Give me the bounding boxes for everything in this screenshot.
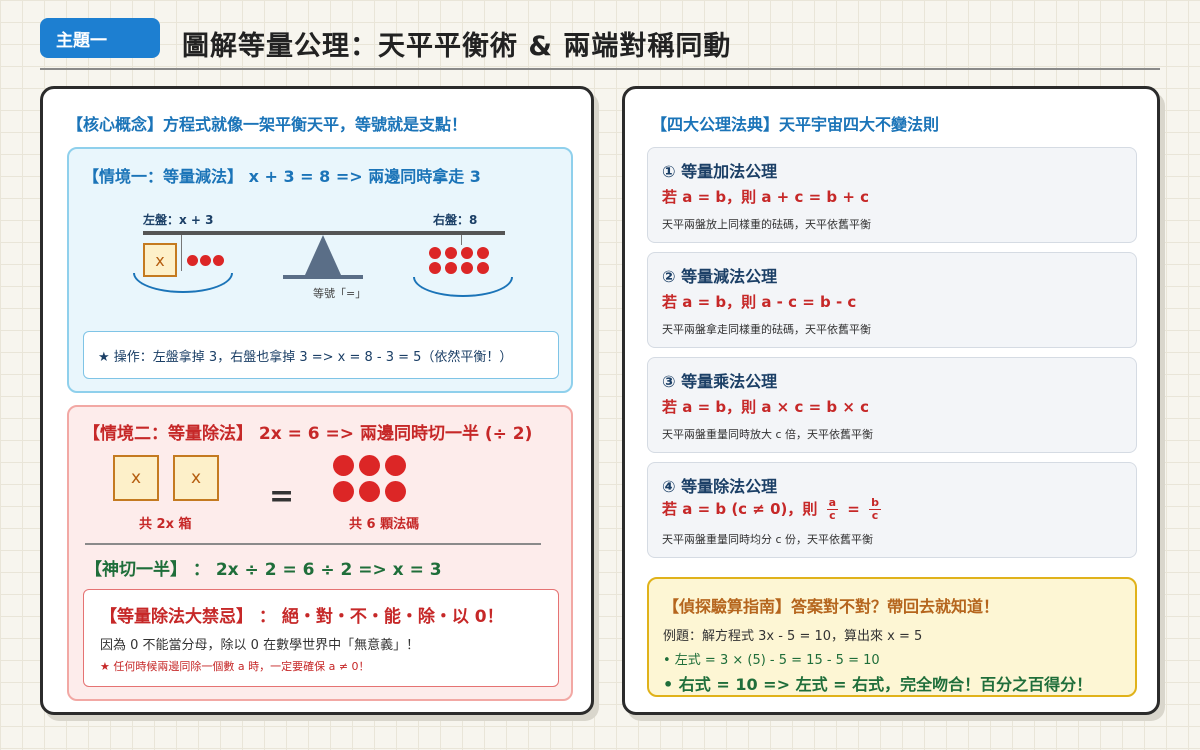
axiom-formula: 若 a = b，則 a - c = b - c — [662, 293, 857, 311]
warning-title: 【等量除法大禁忌】 ： 絕・對・不・能・除・以 0！ — [100, 607, 504, 627]
axioms-panel: 【四大公理法典】天平宇宙四大不變法則 ① 等量加法公理 若 a = b，則 a … — [622, 86, 1160, 715]
equals-sign: = — [269, 479, 295, 514]
fraction-a-over-c: a c — [826, 496, 839, 522]
axiom-formula: 若 a = b，則 a + c = b + c — [662, 188, 869, 206]
fulcrum-label: 等號「=」 — [313, 287, 367, 300]
weight-dot — [385, 481, 406, 502]
left-pan-string — [181, 235, 182, 271]
axiom-card-multiplication: ③ 等量乘法公理 若 a = b，則 a × c = b × c 天平兩盤重量同… — [647, 357, 1137, 453]
x-box: x — [143, 243, 177, 277]
x-box: x — [113, 455, 159, 501]
axiom-formula: 若 a = b，則 a × c = b × c — [662, 398, 869, 416]
weight-dot — [333, 455, 354, 476]
left-pan — [133, 273, 233, 293]
scenario-division: 【情境二：等量除法】 2x = 6 => 兩邊同時切一半 (÷ 2) x x 共… — [67, 405, 573, 701]
halving-equation: 【神切一半】 ： 2x ÷ 2 = 6 ÷ 2 => x = 3 — [85, 560, 442, 580]
weight-dot — [445, 262, 457, 274]
section-divider — [85, 543, 541, 545]
axiom-card-addition: ① 等量加法公理 若 a = b，則 a + c = b + c 天平兩盤放上同… — [647, 147, 1137, 243]
axiom-formula: 若 a = b (c ≠ 0)，則 a c = b c — [662, 497, 885, 522]
weight-dot — [477, 247, 489, 259]
axiom-description: 天平兩盤放上同樣重的砝碼，天平依舊平衡 — [662, 218, 871, 231]
fraction-denominator: c — [829, 509, 836, 522]
weight-dot — [445, 247, 457, 259]
weight-dot — [461, 247, 473, 259]
fraction-equals: = — [847, 500, 860, 518]
axioms-heading: 【四大公理法典】天平宇宙四大不變法則 — [651, 115, 940, 134]
x-box: x — [173, 455, 219, 501]
axiom-title: ① 等量加法公理 — [662, 162, 778, 181]
weights-caption: 共 6 顆法碼 — [349, 517, 420, 532]
scenario-subtraction: 【情境一：等量減法】 x + 3 = 8 => 兩邊同時拿走 3 左盤：x + … — [67, 147, 573, 393]
fulcrum-triangle — [305, 235, 341, 275]
axiom-description: 天平兩盤拿走同樣重的砝碼，天平依舊平衡 — [662, 323, 871, 336]
axiom-description: 天平兩盤重量同時放大 c 倍，天平依舊平衡 — [662, 428, 874, 441]
page-title: 圖解等量公理：天平平衡術 & 兩端對稱同動 — [182, 31, 732, 62]
left-pan-label: 左盤：x + 3 — [143, 213, 214, 227]
verification-title: 【偵探驗算指南】答案對不對？帶回去就知道！ — [663, 597, 1000, 616]
fraction-b-over-c: b c — [869, 497, 881, 522]
axiom-title: ③ 等量乘法公理 — [662, 372, 778, 391]
operation-note: ★ 操作：左盤拿掉 3，右盤也拿掉 3 => x = 8 - 3 = 5（依然平… — [83, 331, 559, 379]
scenario1-title: 【情境一：等量減法】 x + 3 = 8 => 兩邊同時拿走 3 — [83, 167, 481, 186]
fraction-numerator: b — [869, 496, 881, 510]
weight-dot — [213, 255, 224, 266]
right-pan — [413, 277, 513, 297]
axiom-title: ② 等量減法公理 — [662, 267, 778, 286]
axiom-formula-text: 若 a = b (c ≠ 0)，則 — [662, 500, 818, 518]
weight-dot — [461, 262, 473, 274]
warning-reason: 因為 0 不能當分母，除以 0 在數學世界中「無意義」！ — [100, 638, 420, 653]
axiom-description: 天平兩盤重量同時均分 c 份，天平依舊平衡 — [662, 533, 874, 546]
weight-dot — [333, 481, 354, 502]
warning-rule: ★ 任何時候兩邊同除一個數 a 時，一定要確保 a ≠ 0！ — [100, 660, 370, 673]
fraction-numerator: a — [826, 496, 839, 510]
weight-dot — [477, 262, 489, 274]
weight-dot — [187, 255, 198, 266]
concept-panel: 【核心概念】方程式就像一架平衡天平，等號就是支點！ 【情境一：等量減法】 x +… — [40, 86, 594, 715]
scenario2-title: 【情境二：等量除法】 2x = 6 => 兩邊同時切一半 (÷ 2) — [83, 424, 533, 444]
weight-dot — [385, 455, 406, 476]
fraction-denominator: c — [871, 509, 879, 522]
topic-tag: 主題一 — [40, 18, 160, 58]
weight-dot — [200, 255, 211, 266]
division-warning: 【等量除法大禁忌】 ： 絕・對・不・能・除・以 0！ 因為 0 不能當分母，除以… — [83, 589, 559, 687]
weight-dot — [429, 247, 441, 259]
axiom-card-division: ④ 等量除法公理 若 a = b (c ≠ 0)，則 a c = b c 天平兩… — [647, 462, 1137, 558]
core-concept-heading: 【核心概念】方程式就像一架平衡天平，等號就是支點！ — [67, 115, 468, 134]
verification-conclusion: • 右式 = 10 => 左式 = 右式，完全吻合！百分之百得分！ — [663, 675, 1093, 694]
boxes-caption: 共 2x 箱 — [139, 517, 192, 532]
verification-guide: 【偵探驗算指南】答案對不對？帶回去就知道！ 例題：解方程式 3x - 5 = 1… — [647, 577, 1137, 697]
right-pan-label: 右盤：8 — [433, 213, 478, 227]
verification-left-side: • 左式 = 3 × (5) - 5 = 15 - 5 = 10 — [663, 653, 880, 668]
right-pan-string — [461, 235, 462, 245]
axiom-title: ④ 等量除法公理 — [662, 477, 778, 496]
title-divider — [40, 68, 1160, 70]
verification-example: 例題：解方程式 3x - 5 = 10，算出來 x = 5 — [663, 629, 923, 644]
axiom-card-subtraction: ② 等量減法公理 若 a = b，則 a - c = b - c 天平兩盤拿走同… — [647, 252, 1137, 348]
fulcrum-base — [283, 275, 363, 279]
balance-beam — [143, 231, 505, 235]
weight-dot — [359, 481, 380, 502]
weight-dot — [429, 262, 441, 274]
weight-dot — [359, 455, 380, 476]
